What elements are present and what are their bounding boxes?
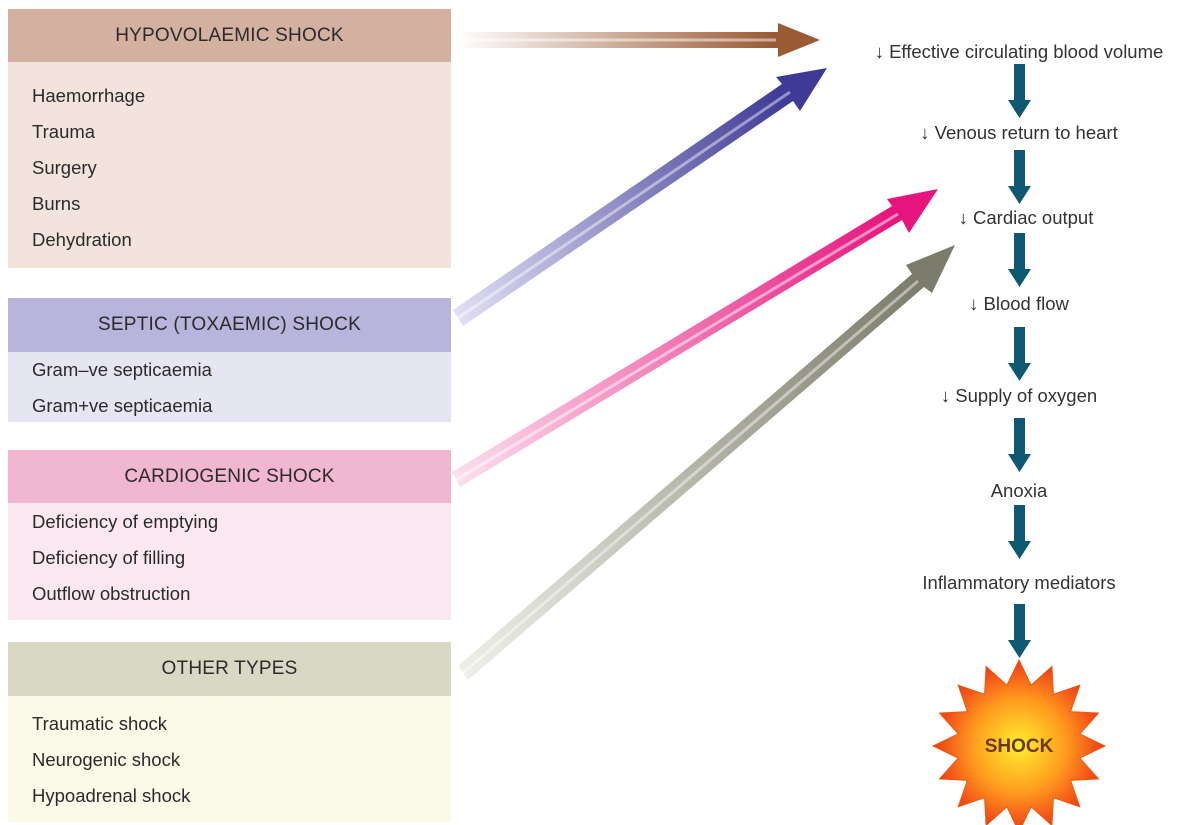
hypovolaemic-title: HYPOVOLAEMIC SHOCK [115, 24, 344, 46]
septic-title: SEPTIC (TOXAEMIC) SHOCK [98, 314, 361, 335]
septic-box: SEPTIC (TOXAEMIC) SHOCK Gram–ve septicae… [8, 298, 451, 422]
hypovolaemic-causes: Haemorrhage Trauma Surgery Burns Dehydra… [8, 62, 451, 268]
flow-arrow [1008, 233, 1031, 287]
septic-header: SEPTIC (TOXAEMIC) SHOCK [8, 298, 451, 352]
flow-step-venous-return: ↓ Venous return to heart [920, 122, 1118, 143]
cardiogenic-arrow [452, 189, 938, 487]
cardiogenic-title: CARDIOGENIC SHOCK [124, 465, 335, 487]
septic-arrow [453, 68, 827, 326]
flow-arrow [1008, 327, 1031, 381]
cause-item: Haemorrhage [32, 85, 146, 106]
cardiogenic-header: CARDIOGENIC SHOCK [8, 450, 451, 503]
flow-arrow [1008, 150, 1031, 204]
cardiogenic-causes: Deficiency of emptying Deficiency of fil… [8, 503, 451, 620]
flow-step-inflammatory-mediators: Inflammatory mediators [922, 572, 1116, 593]
flow-step-cardiac-output: ↓ Cardiac output [958, 207, 1094, 228]
hypovolaemic-header: HYPOVOLAEMIC SHOCK [8, 9, 451, 62]
cause-item: Outflow obstruction [32, 583, 191, 604]
cause-item: Gram–ve septicaemia [32, 359, 212, 380]
flow-step-anoxia: Anoxia [990, 480, 1048, 501]
cause-item: Burns [32, 193, 81, 214]
other-types-title: OTHER TYPES [161, 658, 298, 679]
cause-item: Neurogenic shock [32, 749, 181, 770]
cardiogenic-box: CARDIOGENIC SHOCK Deficiency of emptying… [8, 450, 451, 620]
cause-item: Trauma [32, 121, 96, 142]
cause-item: Dehydration [32, 229, 132, 250]
hypovolaemic-arrow [458, 23, 820, 57]
flow-step-oxygen-supply: ↓ Supply of oxygen [940, 385, 1098, 406]
hypovolaemic-box: HYPOVOLAEMIC SHOCK Haemorrhage Trauma Su… [8, 9, 451, 268]
other-types-header: OTHER TYPES [8, 642, 451, 696]
flow-arrow [1008, 418, 1031, 472]
shock-burst-icon [931, 658, 1107, 825]
cause-item: Gram+ve septicaemia [32, 395, 213, 416]
shock-outcome-label: SHOCK [984, 736, 1054, 757]
cause-item: Deficiency of emptying [32, 511, 219, 532]
flow-arrow [1008, 604, 1031, 658]
cause-item: Hypoadrenal shock [32, 785, 191, 806]
other-types-arrow [458, 245, 955, 680]
flow-arrow [1008, 505, 1031, 559]
other-types-box: OTHER TYPES Traumatic shock Neurogenic s… [8, 642, 451, 822]
flow-arrow [1008, 64, 1031, 118]
flow-step-blood-flow: ↓ Blood flow [969, 293, 1069, 314]
cause-item: Deficiency of filling [32, 547, 186, 568]
septic-causes: Gram–ve septicaemia Gram+ve septicaemia [8, 352, 451, 422]
cause-item: Surgery [32, 157, 97, 178]
flow-step-blood-volume: ↓ Effective circulating blood volume [874, 41, 1164, 62]
cause-item: Traumatic shock [32, 713, 168, 734]
other-types-causes: Traumatic shock Neurogenic shock Hypoadr… [8, 696, 451, 822]
